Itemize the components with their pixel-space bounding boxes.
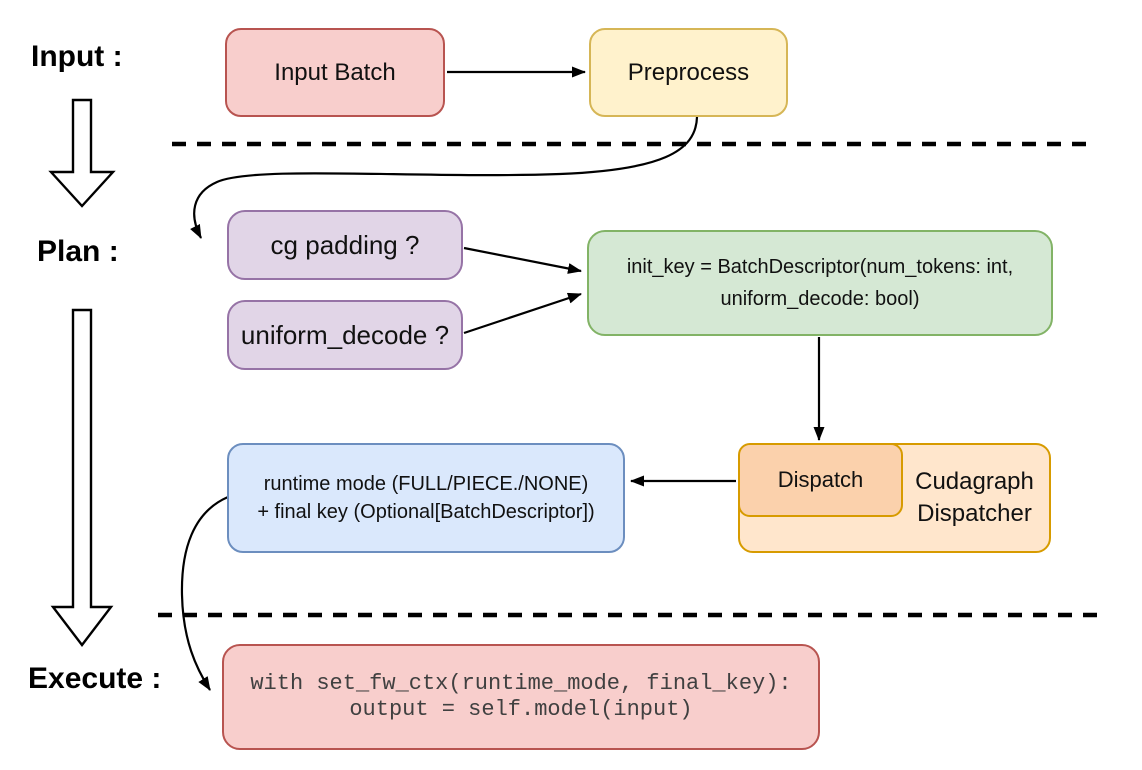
node-runtime-mode: runtime mode (FULL/PIECE./NONE) + final … bbox=[227, 443, 625, 553]
node-execute-code: with set_fw_ctx(runtime_mode, final_key)… bbox=[222, 644, 820, 750]
arrow-preprocess-to-cgpadding bbox=[190, 116, 699, 239]
node-preprocess: Preprocess bbox=[589, 28, 788, 117]
node-input-batch: Input Batch bbox=[225, 28, 445, 117]
node-init-key: init_key = BatchDescriptor(num_tokens: i… bbox=[587, 230, 1053, 336]
arrow-cgpadding-to-initkey bbox=[463, 246, 582, 274]
stage-label-execute: Execute : bbox=[28, 662, 162, 695]
cudagraph-dispatcher-label: Cudagraph Dispatcher bbox=[915, 468, 1034, 527]
stage-label-plan: Plan : bbox=[37, 235, 119, 268]
node-cg-padding: cg padding ? bbox=[227, 210, 463, 280]
stage-label-input: Input : bbox=[31, 40, 123, 73]
arrow-uniformdecode-to-initkey bbox=[463, 292, 582, 335]
arrow-runtimemode-to-executecode bbox=[180, 495, 229, 691]
node-dispatch: Dispatch bbox=[738, 443, 903, 517]
stage-flow-arrow-input-to-plan bbox=[48, 98, 116, 208]
stage-flow-arrow-plan-to-execute bbox=[50, 308, 114, 647]
node-uniform-decode: uniform_decode ? bbox=[227, 300, 463, 370]
